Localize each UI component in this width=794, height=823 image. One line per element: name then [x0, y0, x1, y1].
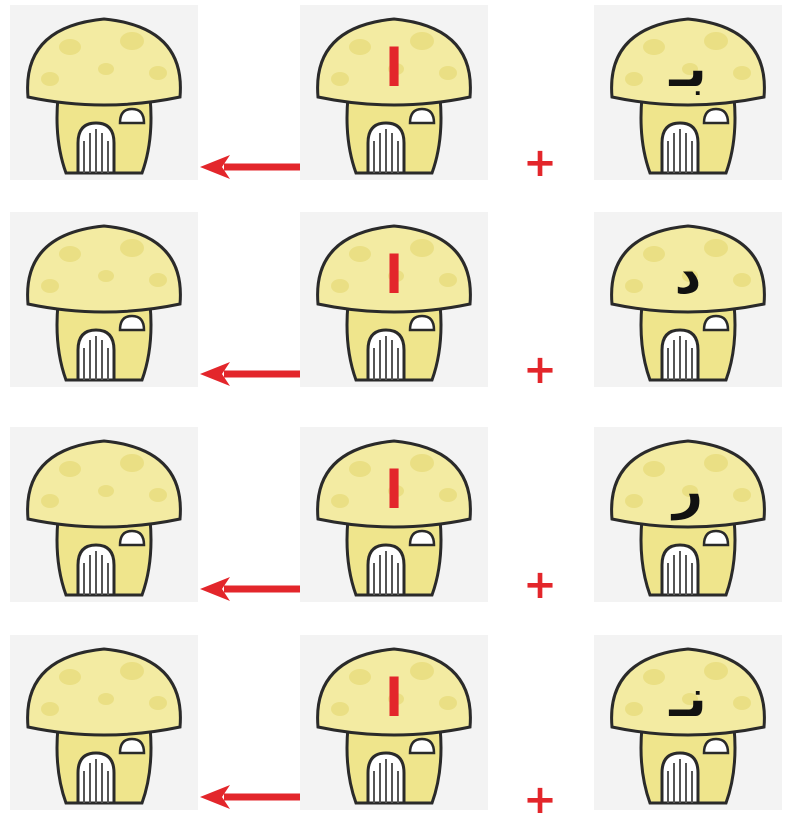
mushroom-house-icon: [316, 224, 472, 382]
mushroom-house-answer[interactable]: [10, 5, 198, 180]
mushroom-house-first-letter: نـ: [594, 635, 782, 810]
mushroom-house-first-letter: ر: [594, 427, 782, 602]
mushroom-house-icon: [26, 17, 182, 175]
mushroom-house-icon: [610, 647, 766, 805]
first-letter: نـ: [669, 669, 707, 729]
second-letter: ا: [385, 461, 403, 521]
first-letter: د: [674, 246, 702, 306]
mushroom-house-icon: [610, 224, 766, 382]
second-letter: ا: [385, 39, 403, 99]
mushroom-house-icon: [26, 439, 182, 597]
mushroom-house-answer[interactable]: [10, 427, 198, 602]
exercise-row: ر + ا: [0, 427, 794, 607]
plus-sign: +: [523, 140, 557, 186]
first-letter: بـ: [669, 39, 707, 99]
second-letter: ا: [385, 669, 403, 729]
mushroom-house-icon: [26, 647, 182, 805]
mushroom-house-icon: [316, 439, 472, 597]
plus-sign: +: [523, 777, 557, 823]
second-letter: ا: [385, 246, 403, 306]
plus-sign: +: [523, 347, 557, 393]
exercise-row: بـ + ا: [0, 5, 794, 185]
left-arrow-icon: [200, 362, 300, 386]
mushroom-house-icon: [26, 224, 182, 382]
left-arrow-icon: [200, 155, 300, 179]
mushroom-house-icon: [316, 647, 472, 805]
mushroom-house-first-letter: د: [594, 212, 782, 387]
mushroom-house-second-letter: ا: [300, 635, 488, 810]
exercise-row: نـ + ا: [0, 635, 794, 820]
first-letter: ر: [673, 461, 703, 521]
mushroom-house-icon: [610, 439, 766, 597]
mushroom-house-second-letter: ا: [300, 427, 488, 602]
exercise-row: د + ا: [0, 212, 794, 392]
mushroom-house-second-letter: ا: [300, 212, 488, 387]
mushroom-house-icon: [610, 17, 766, 175]
mushroom-house-icon: [316, 17, 472, 175]
mushroom-house-answer[interactable]: [10, 212, 198, 387]
mushroom-house-second-letter: ا: [300, 5, 488, 180]
mushroom-house-answer[interactable]: [10, 635, 198, 810]
mushroom-house-first-letter: بـ: [594, 5, 782, 180]
left-arrow-icon: [200, 785, 300, 809]
left-arrow-icon: [200, 577, 300, 601]
plus-sign: +: [523, 562, 557, 608]
